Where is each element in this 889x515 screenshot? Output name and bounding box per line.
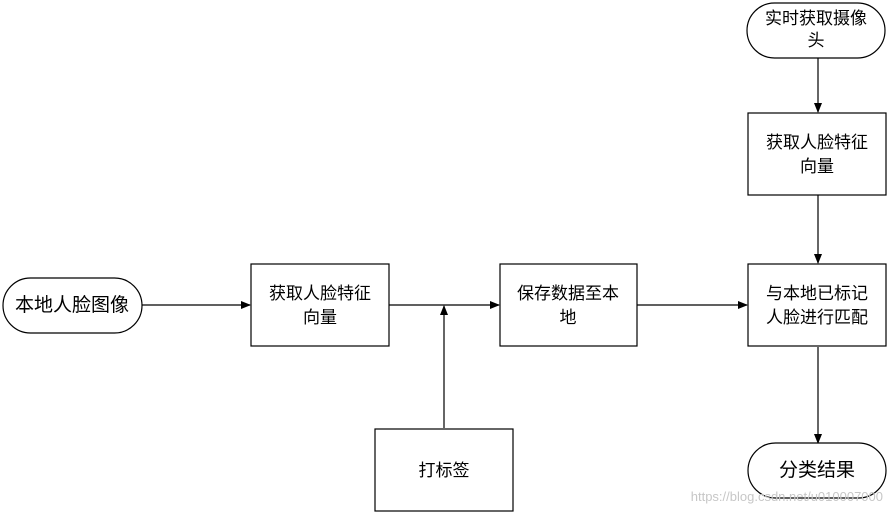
node-match: 与本地已标记 人脸进行匹配 [747, 263, 887, 347]
node-get-vector-left: 获取人脸特征 向量 [250, 263, 390, 347]
node-classification-result: 分类结果 [747, 442, 887, 499]
node-get-vector-right-line1: 获取人脸特征 [766, 133, 868, 153]
node-get-vector-left-line1: 获取人脸特征 [269, 284, 371, 304]
watermark-text: https://blog.csdn.net/u010007000 [691, 489, 883, 504]
node-realtime-camera-line2: 头 [808, 31, 825, 51]
node-match-line2: 人脸进行匹配 [766, 308, 868, 328]
node-local-face-image: 本地人脸图像 [2, 277, 143, 334]
node-get-vector-left-line2: 向量 [303, 308, 337, 328]
node-save-data-line2: 地 [560, 308, 577, 328]
node-label-tagging-label: 打标签 [419, 461, 470, 481]
node-save-data-line1: 保存数据至本 [517, 284, 619, 304]
node-label-tagging: 打标签 [374, 428, 514, 512]
node-realtime-camera: 实时获取摄像 头 [746, 2, 886, 59]
node-classification-result-label: 分类结果 [779, 459, 855, 481]
node-get-vector-right-line2: 向量 [800, 157, 834, 177]
node-realtime-camera-line1: 实时获取摄像 [765, 9, 867, 29]
node-save-data: 保存数据至本 地 [499, 263, 638, 347]
node-local-face-image-label: 本地人脸图像 [15, 294, 129, 316]
node-match-line1: 与本地已标记 [766, 284, 868, 304]
node-get-vector-right: 获取人脸特征 向量 [747, 112, 887, 196]
